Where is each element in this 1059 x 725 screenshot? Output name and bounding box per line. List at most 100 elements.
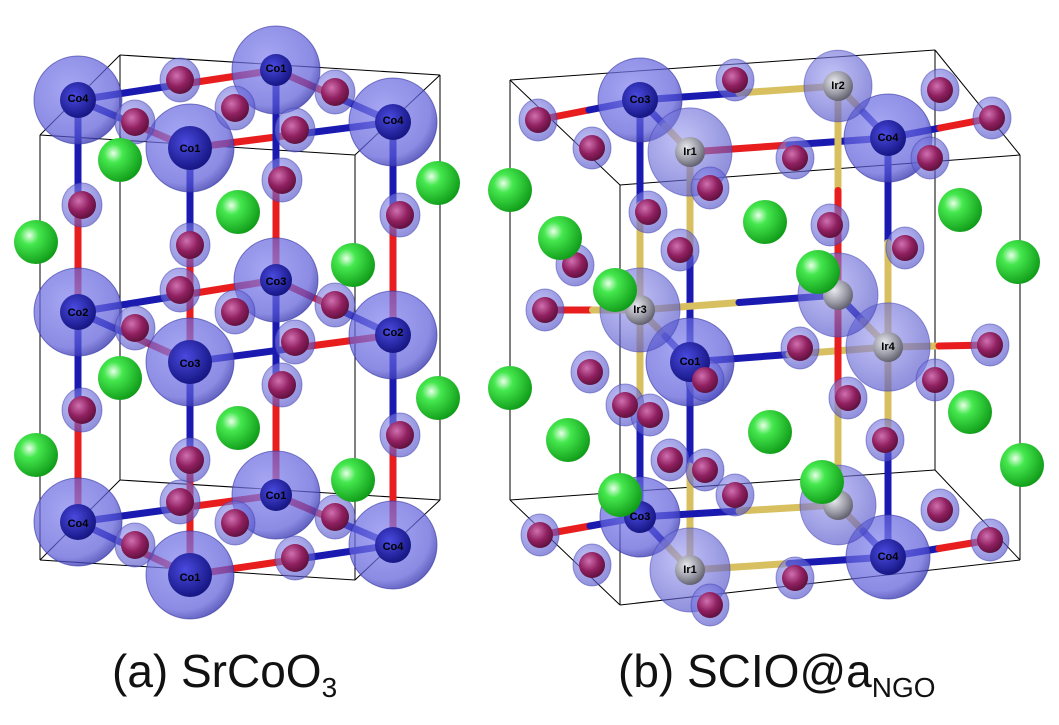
oxygen-atom — [221, 509, 249, 537]
sr-atom — [416, 376, 460, 420]
oxygen-atom — [281, 544, 309, 572]
sr-atom — [1000, 443, 1044, 487]
oxygen-atom — [577, 359, 603, 385]
cobalt-atom — [168, 553, 212, 597]
sr-atom — [938, 188, 982, 232]
oxygen-atom — [579, 135, 605, 161]
atom-label: Co2 — [383, 327, 404, 339]
sr-atom — [800, 460, 844, 504]
oxygen-atom — [121, 314, 149, 342]
sr-atom — [331, 243, 375, 287]
atom-label: Co3 — [180, 358, 201, 370]
sr-atom — [948, 390, 992, 434]
oxygen-atom — [692, 367, 718, 393]
iridium-atom — [675, 137, 705, 167]
cobalt-atom — [60, 82, 96, 118]
oxygen-atom — [977, 332, 1003, 358]
oxygen-atom — [612, 392, 638, 418]
caption-panel-a: (a) SrCoO3 — [112, 645, 338, 703]
oxygen-atom — [692, 457, 718, 483]
oxygen-atom — [386, 201, 414, 229]
oxygen-atom — [927, 77, 953, 103]
oxygen-atom — [872, 427, 898, 453]
cobalt-atom — [260, 54, 292, 86]
oxygen-atom — [281, 116, 309, 144]
oxygen-atom — [221, 94, 249, 122]
caption-panel-b: (b) SCIO@aNGO — [618, 645, 936, 703]
oxygen-atom — [166, 276, 194, 304]
sr-atom — [996, 240, 1040, 284]
atom-label: Co4 — [878, 551, 900, 563]
oxygen-atom — [386, 421, 414, 449]
oxygen-atom — [281, 328, 309, 356]
cobalt-atom — [260, 479, 292, 511]
oxygen-atom — [68, 396, 96, 424]
sr-atom — [796, 250, 840, 294]
cobalt-atom — [375, 317, 411, 353]
oxygen-atom — [917, 145, 943, 171]
atom-label: Co1 — [266, 63, 287, 75]
atom-label: Co4 — [383, 115, 405, 127]
oxygen-atom — [176, 231, 204, 259]
oxygen-atom — [782, 145, 808, 171]
cobalt-atom — [622, 82, 658, 118]
oxygen-atom — [927, 497, 953, 523]
oxygen-atom — [922, 367, 948, 393]
atom-label: Co4 — [68, 518, 90, 530]
oxygen-atom — [637, 402, 663, 428]
caption-b-subscript: NGO — [871, 672, 936, 703]
sr-atom — [216, 406, 260, 450]
oxygen-atom — [268, 371, 296, 399]
sr-atom — [331, 458, 375, 502]
cell-edge — [509, 499, 621, 606]
atom-label: Ir3 — [633, 304, 646, 316]
oxygen-atom — [697, 175, 723, 201]
sr-atom — [216, 190, 260, 234]
atom-label: Co1 — [180, 143, 201, 155]
oxygen-atom — [892, 235, 918, 261]
cobalt-atom — [168, 126, 212, 170]
sr-atom — [546, 418, 590, 462]
oxygen-atom — [525, 107, 551, 133]
oxygen-atom — [787, 335, 813, 361]
oxygen-atom — [562, 252, 588, 278]
oxygen-atom — [268, 166, 296, 194]
sr-atom — [488, 168, 532, 212]
oxygen-atom — [979, 105, 1005, 131]
sr-atom — [748, 410, 792, 454]
crystal-structure-figure: Co1Co4Co4Co1Co3Co2Co2Co3Co1Co4Co4Co1Co3I… — [14, 25, 1044, 627]
oxygen-atom — [68, 191, 96, 219]
atom-label: Ir1 — [683, 564, 696, 576]
oxygen-atom — [635, 199, 661, 225]
oxygen-atom — [527, 522, 553, 548]
oxygen-atom — [166, 66, 194, 94]
atom-label: Ir4 — [881, 341, 895, 353]
sr-atom — [598, 473, 642, 517]
atom-label: Co1 — [266, 490, 287, 502]
atom-label: Co1 — [180, 572, 201, 584]
sr-atom — [488, 366, 532, 410]
oxygen-atom — [667, 237, 693, 263]
cobalt-atom — [870, 539, 906, 575]
cobalt-atom — [168, 340, 212, 384]
sr-atom — [98, 356, 142, 400]
atom-label: Co1 — [680, 356, 701, 368]
oxygen-atom — [817, 212, 843, 238]
oxygen-atom — [121, 531, 149, 559]
iridium-atom — [675, 555, 705, 585]
oxygen-atom — [697, 592, 723, 618]
oxygen-atom — [835, 385, 861, 411]
atom-label: Co4 — [878, 132, 900, 144]
atom-label: Co4 — [383, 541, 405, 553]
iridium-atom — [823, 71, 853, 101]
isosurfaces — [33, 25, 1012, 627]
oxygen-atom — [176, 446, 204, 474]
iridium-atom — [873, 332, 903, 362]
oxygen-atom — [532, 297, 558, 323]
atom-label: Ir1 — [683, 146, 696, 158]
atom-label: Ir2 — [831, 80, 844, 92]
cell-edge — [934, 49, 1021, 156]
atom-label: Co4 — [68, 93, 90, 105]
sr-atom — [416, 161, 460, 205]
atom-label: Co3 — [630, 511, 651, 523]
